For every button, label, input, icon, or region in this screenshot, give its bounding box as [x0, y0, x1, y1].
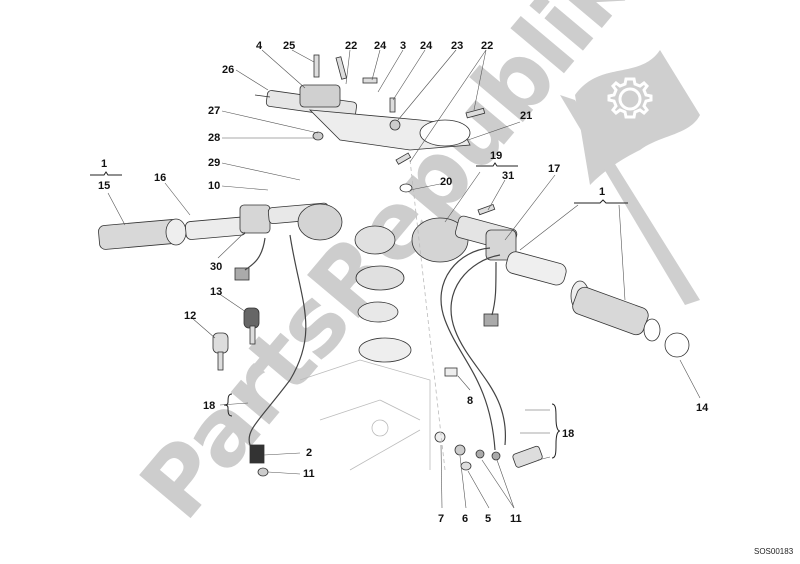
- bolts: [313, 54, 496, 216]
- top-triple-clamp: [308, 109, 471, 151]
- callout-16: 16: [154, 172, 167, 184]
- callout-10: 10: [208, 180, 221, 192]
- leader-lines: [107, 49, 701, 509]
- gear-icon: [607, 77, 653, 119]
- callout-23: 23: [451, 40, 464, 52]
- callout-4: 4: [256, 40, 263, 52]
- right-grip: [570, 280, 661, 342]
- steering-damper: [254, 84, 358, 119]
- callout-2: 2: [306, 447, 313, 459]
- left-grip: [98, 216, 247, 250]
- callout-22: 22: [345, 40, 358, 52]
- callout-22: 22: [481, 40, 494, 52]
- drawing-code: SOS00183: [754, 547, 794, 556]
- frame-outline: [299, 159, 446, 471]
- callout-6: 6: [462, 513, 469, 525]
- callout-27: 27: [208, 105, 221, 117]
- callout-18: 18: [203, 400, 216, 412]
- group-braces: [90, 162, 628, 459]
- flag-pole-icon: [560, 95, 700, 305]
- callout-12: 12: [184, 310, 197, 322]
- callout-14: 14: [696, 402, 709, 414]
- left-clip-on: [297, 203, 343, 241]
- callout-19: 19: [490, 150, 503, 162]
- callout-8: 8: [467, 395, 474, 407]
- callout-1: 1: [599, 186, 606, 198]
- callout-11: 11: [510, 513, 522, 525]
- callout-21: 21: [520, 110, 533, 122]
- callout-11: 11: [303, 468, 315, 480]
- bar-end-weight: [664, 332, 690, 358]
- callout-3: 3: [400, 40, 407, 52]
- callout-7: 7: [438, 513, 445, 525]
- callout-29: 29: [208, 157, 221, 169]
- callout-5: 5: [485, 513, 492, 525]
- callout-18: 18: [562, 428, 575, 440]
- callout-24: 24: [374, 40, 387, 52]
- cables: [244, 234, 506, 451]
- callout-24: 24: [420, 40, 433, 52]
- callout-26: 26: [222, 64, 235, 76]
- callout-13: 13: [210, 286, 223, 298]
- callout-28: 28: [208, 132, 221, 144]
- callout-25: 25: [283, 40, 296, 52]
- callout-30: 30: [210, 261, 223, 273]
- callout-15: 15: [98, 180, 111, 192]
- callout-20: 20: [440, 176, 453, 188]
- left-switch-housing: [239, 204, 271, 234]
- right-switch-housing: [485, 229, 517, 261]
- keys: [212, 307, 260, 371]
- callout-17: 17: [548, 163, 561, 175]
- callout-31: 31: [502, 170, 515, 182]
- callout-1: 1: [101, 158, 108, 170]
